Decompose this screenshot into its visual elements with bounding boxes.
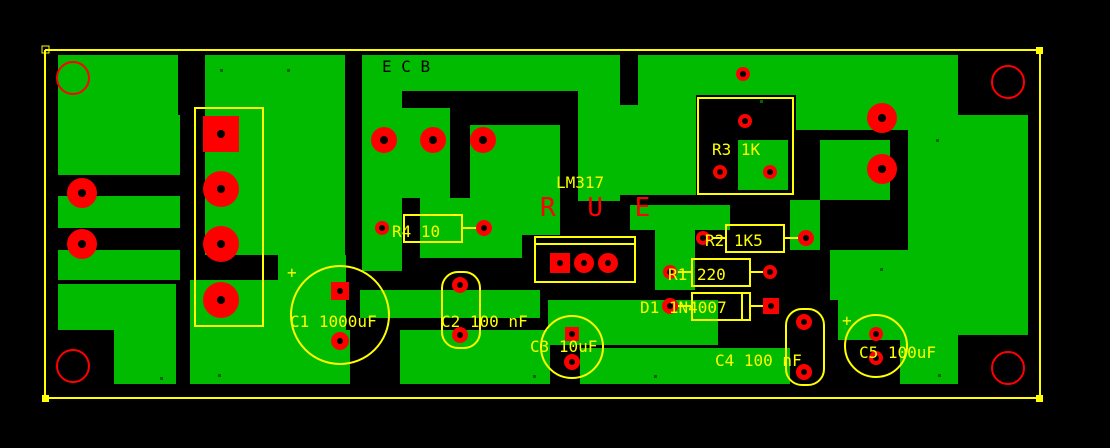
- mounting-hole-top-right: [991, 65, 1025, 99]
- c1-plus-mark: +: [287, 263, 297, 282]
- ecb-marking-text: E C B: [382, 57, 430, 76]
- c1-label: C1 1000uF: [290, 312, 377, 331]
- r3-label: R3 1K: [712, 140, 761, 159]
- input-connector: [194, 107, 264, 327]
- r2-label: R2 1K5: [705, 231, 763, 250]
- board-outline: [41, 45, 1043, 402]
- d1-label: D1 1N4007: [640, 298, 727, 317]
- capacitor-c3: C3 10uF: [530, 315, 604, 379]
- copper-speckles: [160, 69, 941, 380]
- mounting-hole-top-left: [56, 61, 90, 95]
- c5-label: C5 100uF: [859, 343, 936, 362]
- capacitor-c1: + C1 1000uF: [287, 263, 390, 365]
- transistor-pads: [371, 127, 496, 153]
- resistor-r2: R2 1K5: [696, 224, 814, 253]
- lm317-pin-legend: R U E: [540, 193, 658, 223]
- resistor-r1: R1 220: [663, 258, 777, 287]
- c4-label: C4 100 nF: [715, 351, 802, 370]
- capacitor-c2: C2 100 nF: [441, 271, 528, 349]
- c2-label: C2 100 nF: [441, 312, 528, 331]
- output-pads-right: [867, 103, 897, 184]
- mounting-holes: [56, 61, 1025, 385]
- r4-label: R4 10: [392, 222, 440, 241]
- lm317-label: LM317: [556, 173, 604, 192]
- c3-label: C3 10uF: [530, 337, 597, 356]
- resistor-r4: R4 10: [375, 214, 492, 243]
- c5-plus-mark: +: [842, 311, 852, 330]
- capacitor-c4: C4 100 nF: [715, 308, 825, 386]
- diode-d1: D1 1N4007: [640, 292, 779, 321]
- capacitor-c5: + C5 100uF: [842, 311, 936, 378]
- regulator-lm317: LM317 R U E: [534, 173, 658, 283]
- mounting-hole-bottom-left: [56, 349, 90, 383]
- resistor-r3: R3 1K: [697, 67, 794, 195]
- side-pads-left: [67, 178, 97, 259]
- mounting-hole-bottom-right: [991, 351, 1025, 385]
- ecb-marking: E C B: [376, 55, 494, 77]
- r1-label: R1 220: [668, 265, 726, 284]
